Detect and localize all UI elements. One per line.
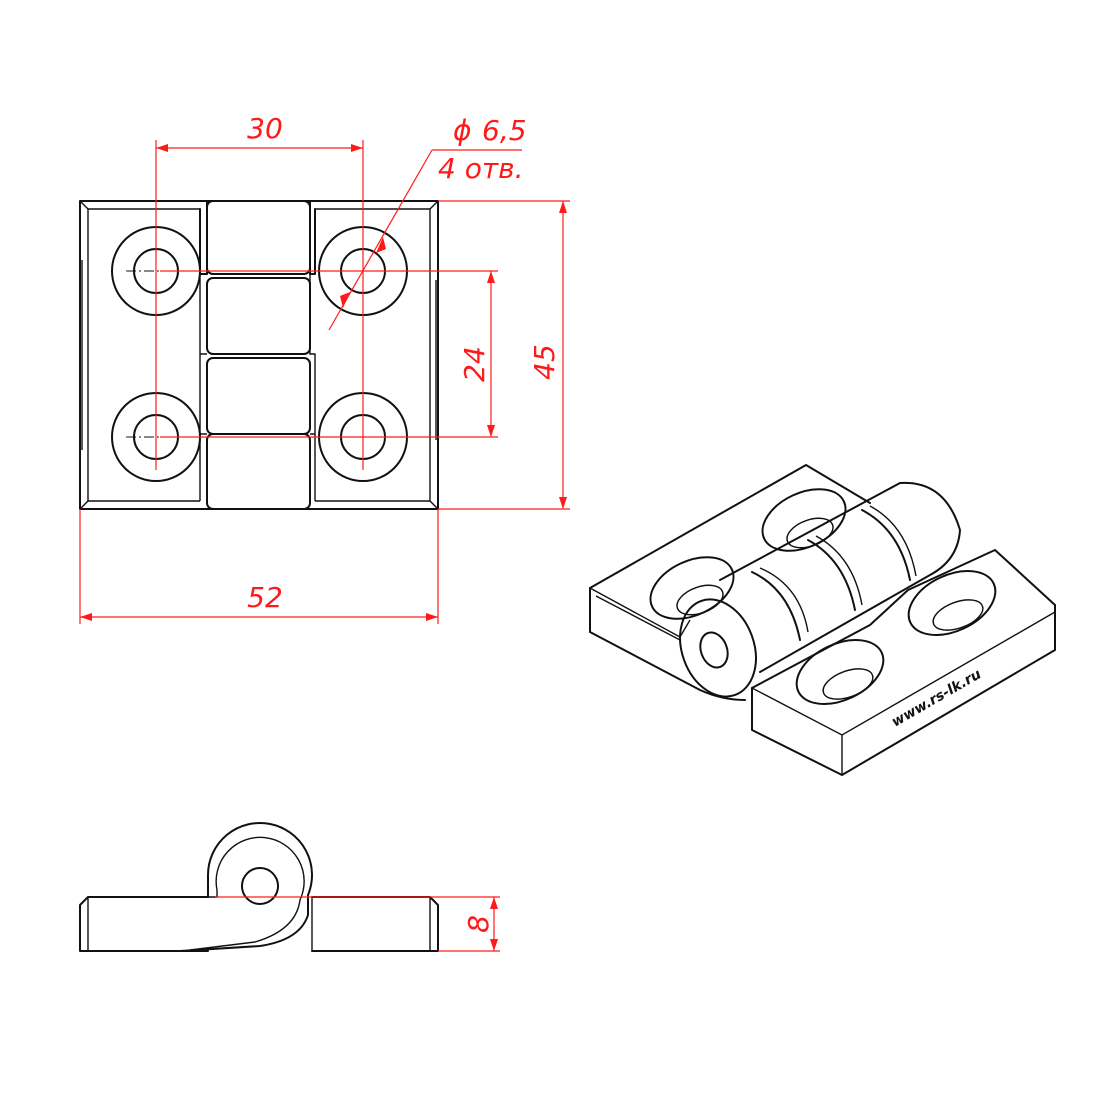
knuckle-segment-1 — [206, 200, 311, 275]
side-leaf-left — [79, 896, 209, 952]
dim-30-label: 30 — [247, 112, 283, 145]
dimension-width: 52 — [79, 509, 439, 624]
dimension-height: 45 — [438, 200, 570, 510]
dim-diameter-label: 6,5 — [482, 114, 527, 147]
knuckle-segment-2 — [206, 277, 311, 355]
dim-24-label: 24 — [458, 346, 491, 382]
hole-count-note: 4 отв. — [438, 152, 524, 185]
iso-barrel-end — [679, 598, 757, 698]
side-pin-hole — [241, 867, 279, 905]
dimension-thickness: 8 — [215, 896, 500, 952]
iso-barrel-joint-3 — [861, 509, 911, 581]
dimension-hole-diameter: ϕ 6,5 4 отв. — [328, 114, 527, 331]
knuckle-segment-4 — [206, 433, 311, 510]
dim-8-label: 8 — [462, 915, 495, 933]
dimension-hole-spacing-y: 24 — [160, 270, 498, 438]
dim-45-label: 45 — [528, 344, 561, 380]
iso-leaf-front-top — [751, 549, 1056, 689]
iso-barrel — [719, 481, 961, 673]
iso-barrel-joint-2 — [807, 539, 856, 611]
knuckle-segment-3 — [206, 357, 311, 435]
dim-52-label: 52 — [247, 581, 283, 614]
iso-hole-1 — [649, 556, 735, 620]
knuckle-edge-left — [199, 200, 208, 275]
iso-pin-hole — [699, 631, 729, 669]
iso-hole-4 — [907, 570, 997, 636]
brand-mark: www.rs-lk.ru — [889, 666, 984, 730]
side-knuckle — [179, 822, 313, 952]
side-view — [79, 822, 439, 952]
iso-hole-2 — [761, 488, 847, 552]
iso-hole-3 — [795, 639, 885, 705]
dimension-hole-spacing-x: 30 — [155, 112, 364, 470]
isometric-view: www.rs-lk.ru — [589, 464, 1056, 776]
iso-barrel-joint-1 — [751, 571, 801, 641]
iso-leaf-back-top — [589, 464, 871, 589]
diameter-symbol: ϕ — [453, 114, 471, 147]
side-leaf-right — [311, 896, 439, 952]
